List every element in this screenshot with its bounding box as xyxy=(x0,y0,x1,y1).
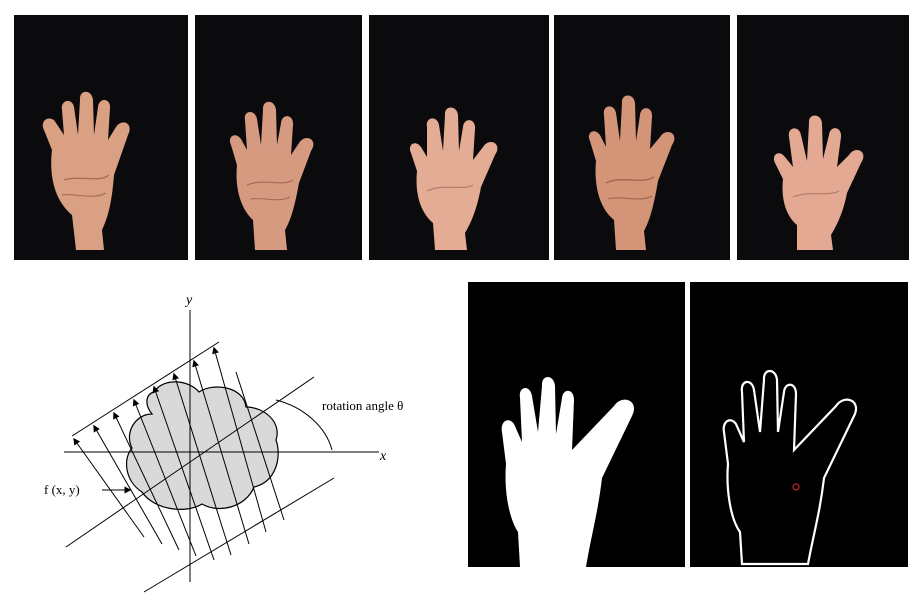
x-axis-label: x xyxy=(379,449,387,464)
contour-panel xyxy=(690,282,908,567)
y-axis-label: y xyxy=(184,293,193,308)
rotation-angle-label: rotation angle θ xyxy=(322,398,403,413)
silhouette-panel xyxy=(468,282,685,567)
projection-axis xyxy=(65,376,315,548)
centroid-marker xyxy=(792,483,800,491)
palm-photo-2 xyxy=(195,15,362,260)
hand-silhouette xyxy=(501,377,635,567)
function-label: f (x, y) xyxy=(44,482,80,497)
palm-photo-5 xyxy=(737,15,909,260)
hand-contour xyxy=(722,369,857,566)
palm-photo-3 xyxy=(369,15,549,260)
palm-photo-1 xyxy=(14,15,188,260)
projection-diagram: y x rotation angle θ f (x, y) xyxy=(14,282,454,600)
palm-photo-4 xyxy=(554,15,730,260)
